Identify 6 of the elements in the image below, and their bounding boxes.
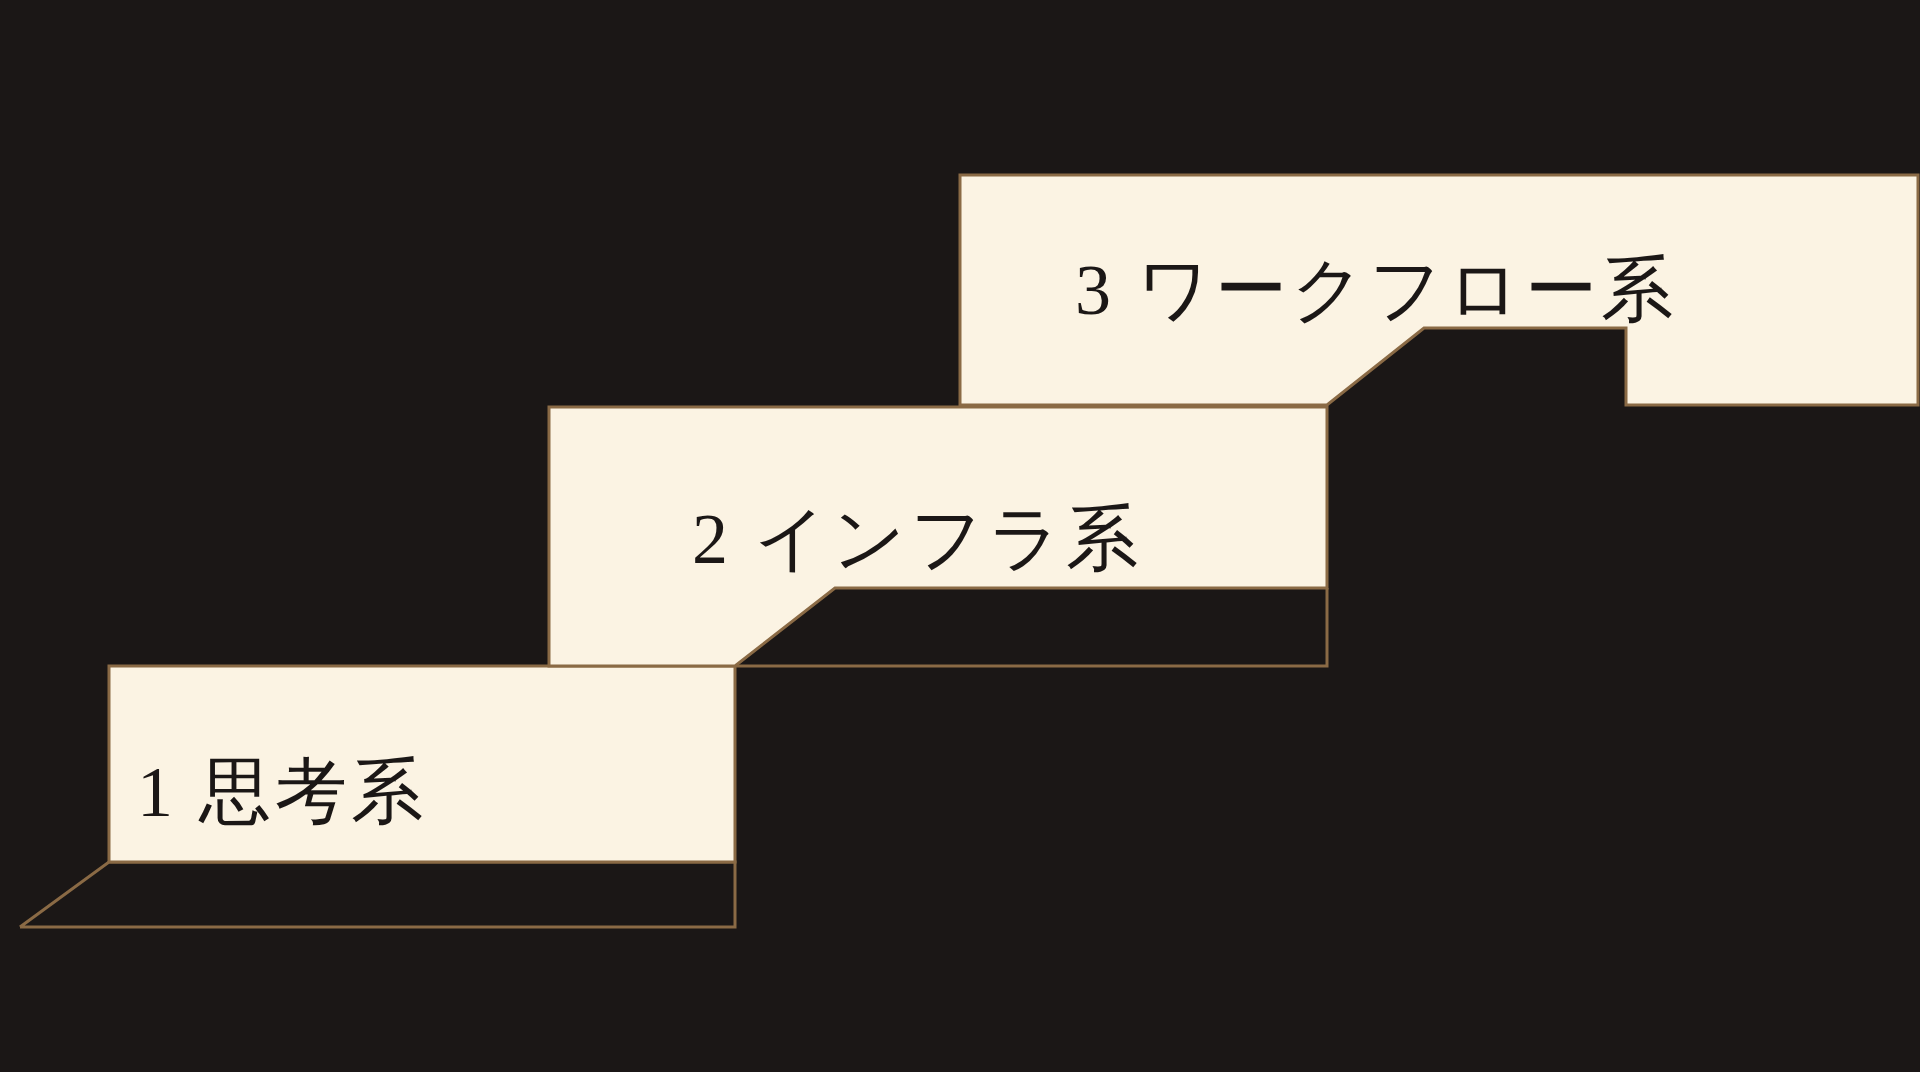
step-panel: [960, 175, 1918, 405]
step-panel: [549, 407, 1327, 666]
step-label: 1 思考系: [137, 756, 427, 828]
step-label: 2 インフラ系: [692, 503, 1142, 575]
step-label: 3 ワークフロー系: [1075, 254, 1677, 326]
step-panel: [109, 666, 735, 862]
